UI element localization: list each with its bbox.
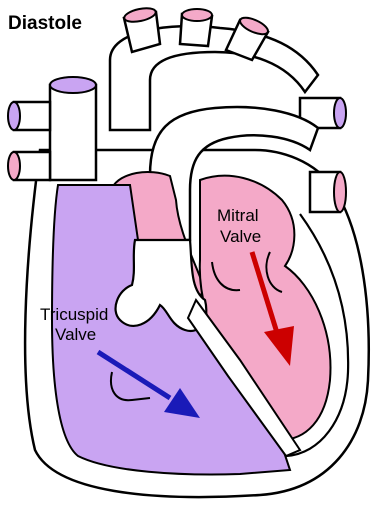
mitral-label-line2: Valve: [220, 227, 261, 246]
mitral-label-line1: Mitral: [217, 206, 259, 225]
arch-branch-middle: [180, 9, 212, 46]
right-pulmonary-vessel-lower: [310, 172, 346, 212]
diagram-title: Diastole: [8, 13, 82, 34]
vena-cava-opening: [50, 77, 96, 93]
left-pulmonary-artery-lower: [8, 152, 50, 180]
tricuspid-label-line1: Tricuspid: [40, 305, 108, 324]
superior-vena-cava: [50, 85, 96, 180]
tricuspid-label-line2: Valve: [55, 325, 96, 344]
left-pulmonary-artery-upper: [8, 102, 50, 130]
